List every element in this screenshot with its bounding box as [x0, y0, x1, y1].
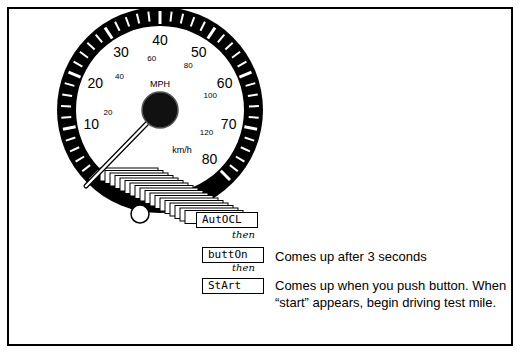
kmh-number: 40 — [115, 73, 124, 81]
note-text: Comes up when you push button. When “sta… — [275, 277, 507, 311]
tick-mark — [80, 52, 88, 58]
tick-mark — [236, 157, 245, 162]
lcd-text: AutOCL — [197, 214, 257, 226]
tick-mark — [63, 127, 76, 130]
dial-number: 30 — [113, 45, 129, 59]
unit-label: MPH — [150, 80, 170, 89]
kmh-number: 60 — [147, 55, 156, 63]
kmh-number: 20 — [104, 109, 113, 117]
kmh-number: 100 — [203, 92, 216, 100]
tick-mark — [62, 95, 72, 97]
tick-mark — [208, 28, 215, 39]
tick-mark — [159, 11, 162, 24]
tick-mark — [181, 14, 183, 24]
lcd-readout: StArt — [202, 278, 264, 294]
tick-mark — [221, 171, 230, 180]
tick-mark — [245, 138, 255, 141]
tick-mark — [232, 52, 240, 58]
frame-border — [8, 8, 512, 345]
lcd-text: buttOn — [203, 249, 263, 261]
tick-mark — [115, 22, 120, 31]
tick-mark — [74, 62, 83, 67]
dial-number: 50 — [191, 45, 207, 59]
sequence-word: then — [232, 262, 255, 273]
tick-mark — [105, 28, 112, 39]
kmh-number: 120 — [200, 129, 213, 137]
needle-hub — [142, 92, 178, 128]
tick-mark — [248, 95, 258, 97]
tick-mark — [87, 43, 94, 50]
dial-number: 80 — [202, 152, 218, 166]
reset-button — [131, 205, 149, 223]
tick-mark — [96, 35, 102, 43]
gauge-bezel — [57, 7, 263, 213]
dial-number: 60 — [217, 76, 233, 90]
tick-mark — [241, 147, 250, 151]
unit-label: km/h — [172, 146, 192, 155]
tick-mark — [137, 14, 139, 24]
lcd-readout: buttOn — [202, 247, 264, 263]
tick-mark — [170, 12, 171, 22]
tick-marks — [61, 11, 259, 180]
lcd-text: StArt — [203, 280, 263, 292]
note-text: Comes up after 3 seconds — [275, 248, 507, 265]
dial-number: 70 — [221, 117, 237, 131]
sequence-word: then — [232, 229, 255, 240]
tick-mark — [65, 83, 75, 86]
tick-mark — [246, 83, 256, 86]
tick-mark — [249, 105, 259, 107]
tick-mark — [69, 72, 81, 77]
tick-mark — [200, 22, 205, 31]
kmh-number: 80 — [184, 62, 193, 70]
tick-mark — [126, 17, 129, 26]
tick-mark — [249, 116, 259, 119]
dial-number: 20 — [88, 76, 104, 90]
lcd-readout: AutOCL — [196, 212, 258, 228]
tick-mark — [61, 105, 71, 107]
tick-mark — [239, 72, 251, 77]
gauge-face — [76, 26, 244, 194]
tick-mark — [61, 116, 71, 119]
tick-mark — [70, 147, 79, 151]
tick-mark — [230, 165, 238, 171]
tick-mark — [225, 43, 232, 50]
dial-number: 40 — [152, 33, 168, 47]
tick-mark — [244, 127, 257, 130]
tick-mark — [82, 165, 90, 171]
tick-mark — [191, 17, 194, 26]
dial-number: 10 — [84, 117, 100, 131]
tick-mark — [218, 35, 224, 43]
tick-mark — [148, 12, 149, 22]
tick-mark — [66, 138, 76, 141]
tick-mark — [238, 62, 247, 67]
tick-mark — [76, 157, 85, 162]
